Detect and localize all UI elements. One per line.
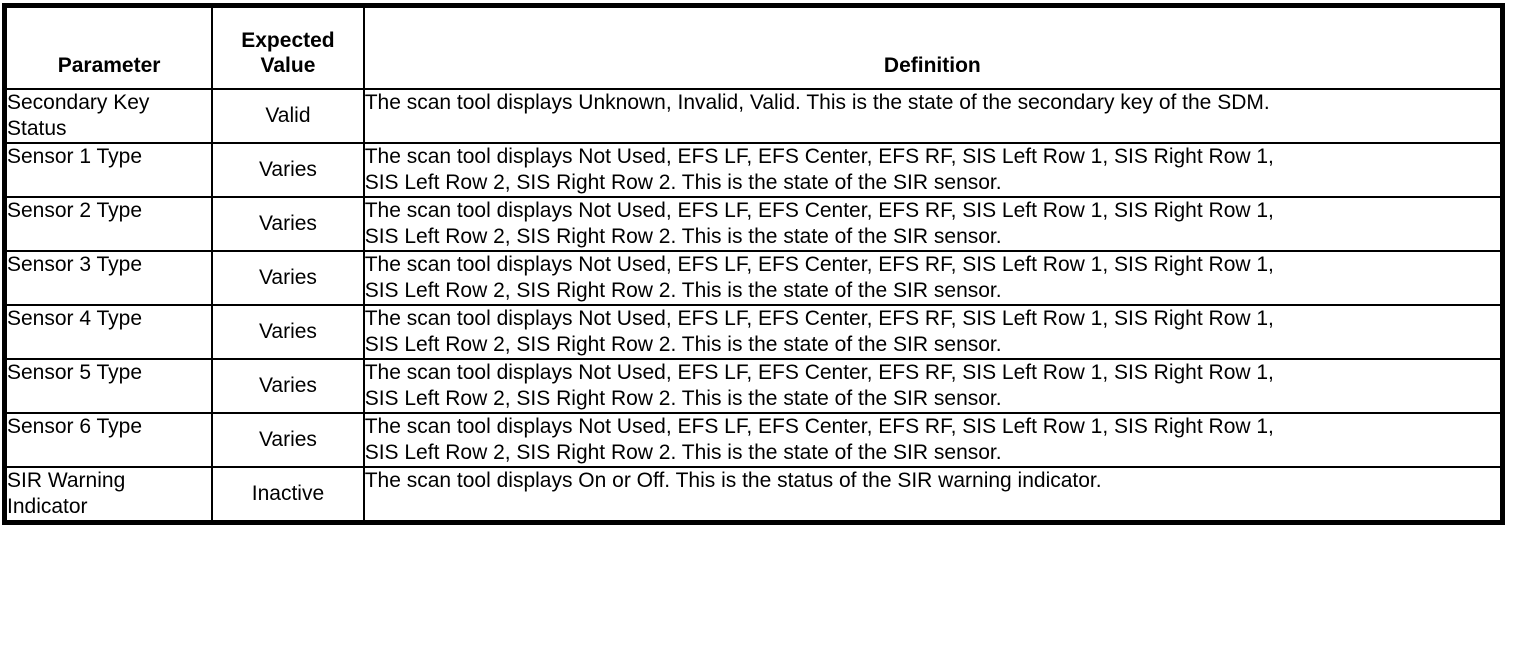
parameter-line-1: SIR Warning	[7, 469, 126, 492]
table-row: Secondary Key Status Valid The scan tool…	[3, 88, 1504, 144]
cell-parameter: Sensor 2 Type	[3, 196, 214, 252]
definition-line-1: The scan tool displays On or Off. This i…	[364, 469, 1102, 492]
definition-line-1: The scan tool displays Not Used, EFS LF,…	[364, 199, 1274, 222]
column-header-definition-label: Definition	[883, 54, 981, 77]
parameter-line-1: Secondary Key	[7, 91, 150, 114]
expected-value-text: Varies	[258, 374, 317, 397]
definition-line-2: SIS Left Row 2, SIS Right Row 2. This is…	[364, 171, 1002, 194]
parameter-line-2: Status	[7, 117, 67, 140]
parameter-definition-table-container: Parameter Expected Value Definition Seco…	[2, 3, 1505, 525]
table-header-row: Parameter Expected Value Definition	[3, 4, 1504, 90]
expected-value-text: Varies	[258, 428, 317, 451]
parameter-definition-table: Parameter Expected Value Definition Seco…	[2, 3, 1505, 525]
table-row: Sensor 2 Type Varies The scan tool displ…	[3, 196, 1504, 252]
table-body: Secondary Key Status Valid The scan tool…	[3, 88, 1504, 524]
cell-expected-value: Valid	[211, 88, 365, 144]
cell-definition: The scan tool displays Not Used, EFS LF,…	[362, 250, 1504, 306]
table-header: Parameter Expected Value Definition	[3, 4, 1504, 90]
definition-line-1: The scan tool displays Unknown, Invalid,…	[364, 91, 1270, 114]
parameter-line-1: Sensor 5 Type	[7, 361, 143, 384]
expected-value-text: Varies	[258, 158, 317, 181]
parameter-line-1: Sensor 3 Type	[7, 253, 143, 276]
cell-parameter: Sensor 4 Type	[3, 304, 214, 360]
definition-line-2: SIS Left Row 2, SIS Right Row 2. This is…	[364, 333, 1002, 356]
cell-parameter: Secondary Key Status	[3, 88, 214, 144]
parameter-line-1: Sensor 4 Type	[7, 307, 143, 330]
table-row: Sensor 6 Type Varies The scan tool displ…	[3, 412, 1504, 468]
cell-expected-value: Varies	[211, 358, 365, 414]
table-row: SIR Warning Indicator Inactive The scan …	[3, 466, 1504, 524]
cell-parameter: Sensor 3 Type	[3, 250, 214, 306]
definition-line-1: The scan tool displays Not Used, EFS LF,…	[364, 415, 1274, 438]
cell-parameter: Sensor 1 Type	[3, 142, 214, 198]
parameter-line-1: Sensor 6 Type	[7, 415, 143, 438]
table-row: Sensor 3 Type Varies The scan tool displ…	[3, 250, 1504, 306]
cell-definition: The scan tool displays Not Used, EFS LF,…	[362, 304, 1504, 360]
parameter-line-1: Sensor 2 Type	[7, 199, 143, 222]
definition-line-1: The scan tool displays Not Used, EFS LF,…	[364, 361, 1274, 384]
definition-line-1: The scan tool displays Not Used, EFS LF,…	[364, 253, 1274, 276]
expected-value-text: Inactive	[251, 482, 325, 505]
definition-line-2: SIS Left Row 2, SIS Right Row 2. This is…	[364, 387, 1002, 410]
column-header-expected-value-line1: Expected	[241, 29, 335, 52]
cell-definition: The scan tool displays Not Used, EFS LF,…	[362, 142, 1504, 198]
definition-line-2: SIS Left Row 2, SIS Right Row 2. This is…	[364, 441, 1002, 464]
column-header-expected-value-line2: Value	[260, 54, 316, 77]
column-header-definition: Definition	[362, 4, 1504, 90]
cell-parameter: SIR Warning Indicator	[3, 466, 214, 524]
parameter-line-1: Sensor 1 Type	[7, 145, 143, 168]
column-header-expected-value: Expected Value	[211, 4, 365, 90]
cell-expected-value: Varies	[211, 142, 365, 198]
table-row: Sensor 5 Type Varies The scan tool displ…	[3, 358, 1504, 414]
cell-expected-value: Varies	[211, 250, 365, 306]
expected-value-text: Varies	[258, 320, 317, 343]
definition-line-2: SIS Left Row 2, SIS Right Row 2. This is…	[364, 225, 1002, 248]
definition-line-2: SIS Left Row 2, SIS Right Row 2. This is…	[364, 279, 1002, 302]
table-row: Sensor 1 Type Varies The scan tool displ…	[3, 142, 1504, 198]
definition-line-1: The scan tool displays Not Used, EFS LF,…	[364, 145, 1274, 168]
definition-line-1: The scan tool displays Not Used, EFS LF,…	[364, 307, 1274, 330]
cell-definition: The scan tool displays Not Used, EFS LF,…	[362, 196, 1504, 252]
cell-definition: The scan tool displays Not Used, EFS LF,…	[362, 412, 1504, 468]
cell-definition: The scan tool displays Not Used, EFS LF,…	[362, 358, 1504, 414]
cell-expected-value: Varies	[211, 304, 365, 360]
cell-definition: The scan tool displays Unknown, Invalid,…	[362, 88, 1504, 144]
cell-definition: The scan tool displays On or Off. This i…	[362, 466, 1504, 524]
cell-parameter: Sensor 6 Type	[3, 412, 214, 468]
column-header-parameter-label: Parameter	[57, 54, 161, 77]
parameter-line-2: Indicator	[7, 495, 88, 518]
expected-value-text: Varies	[258, 266, 317, 289]
expected-value-text: Valid	[265, 104, 311, 127]
cell-expected-value: Varies	[211, 412, 365, 468]
column-header-parameter: Parameter	[3, 4, 214, 90]
cell-expected-value: Inactive	[211, 466, 365, 524]
cell-parameter: Sensor 5 Type	[3, 358, 214, 414]
expected-value-text: Varies	[258, 212, 317, 235]
table-row: Sensor 4 Type Varies The scan tool displ…	[3, 304, 1504, 360]
cell-expected-value: Varies	[211, 196, 365, 252]
